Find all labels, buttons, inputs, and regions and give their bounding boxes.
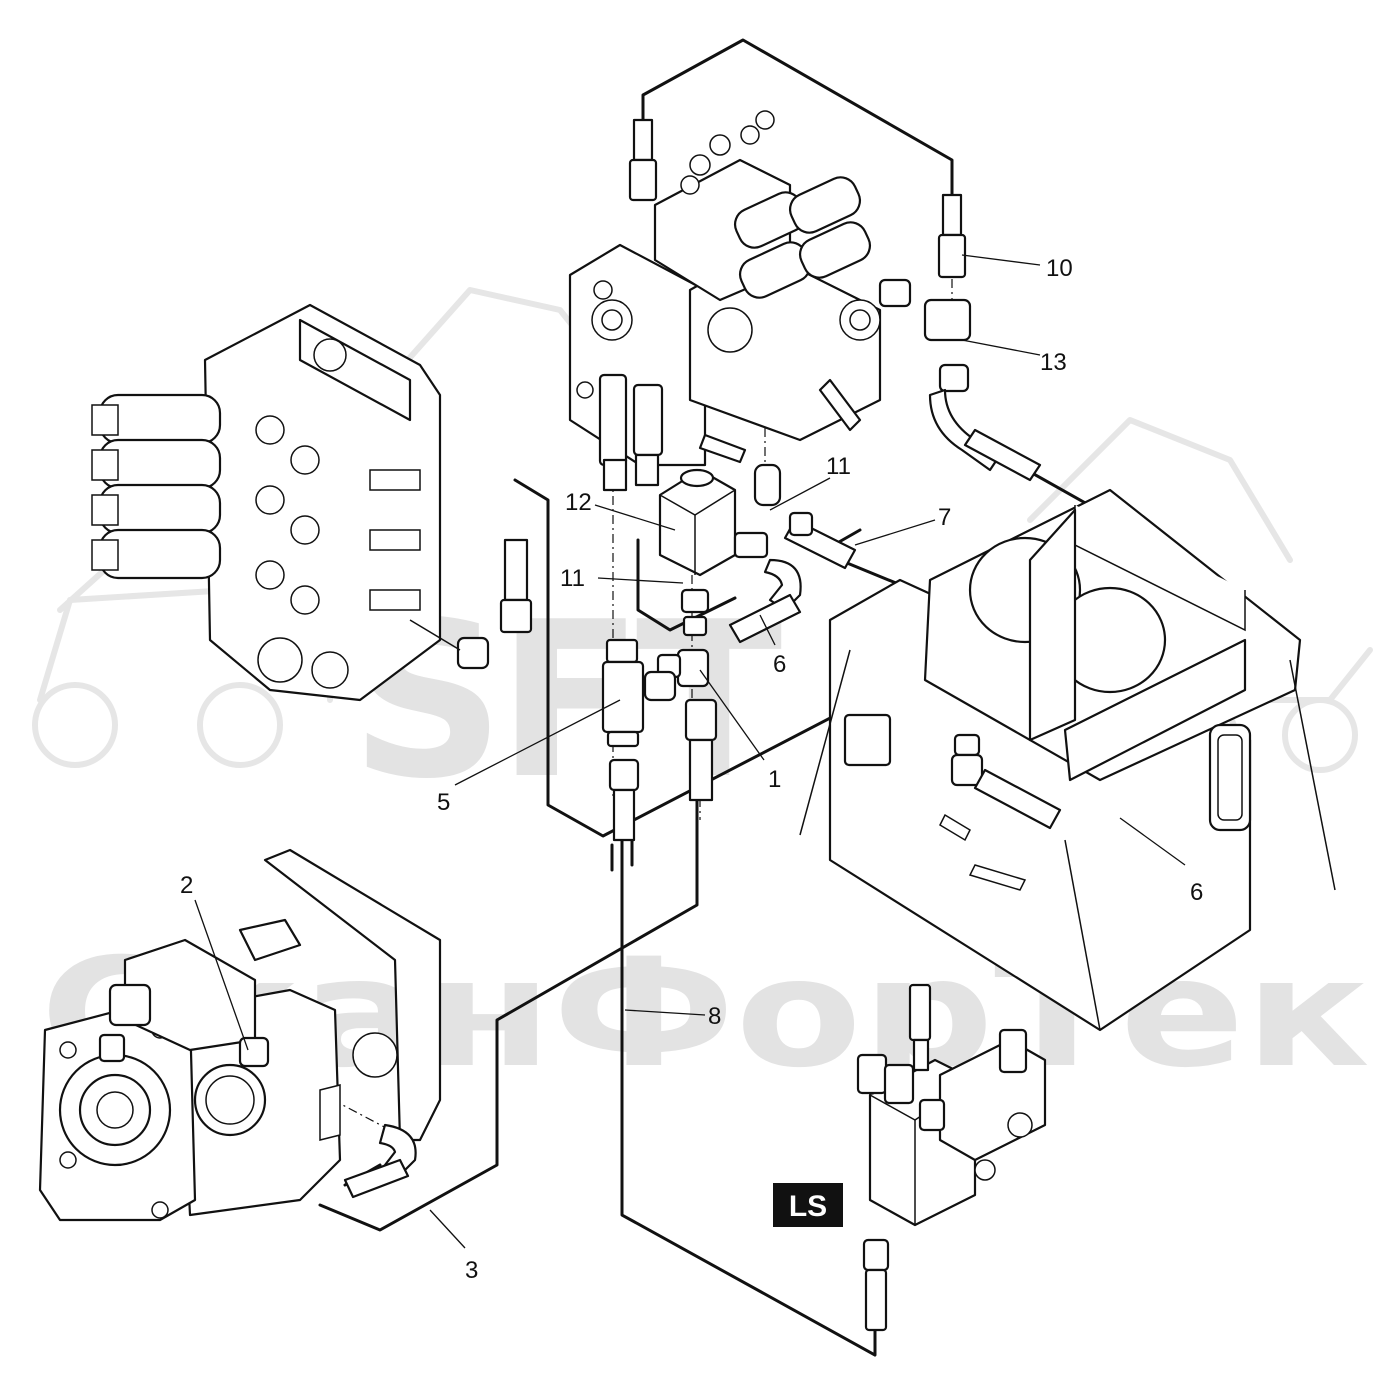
hose-left-valve	[499, 538, 533, 634]
control-valve-left	[91, 303, 490, 702]
fitting-left-valve	[409, 619, 490, 670]
leader-11b	[597, 577, 684, 584]
solenoid-stack-main	[707, 176, 881, 353]
leader-5	[454, 699, 621, 786]
callout-12: 12	[565, 489, 592, 516]
leader-10	[961, 254, 1041, 266]
callout-8: 8	[708, 1003, 721, 1030]
callout-7: 7	[938, 504, 951, 531]
valve-block-12	[658, 468, 769, 577]
leader-13	[961, 339, 1041, 356]
leader-6a	[759, 614, 776, 646]
ls-hose	[862, 1238, 890, 1332]
callout-11b: 11	[560, 565, 585, 592]
control-valve-main	[568, 110, 882, 507]
leader-2	[194, 899, 249, 1051]
leader-1	[699, 669, 765, 761]
leader-6b	[1119, 817, 1186, 866]
ls-badge-background	[773, 1183, 843, 1227]
callout-13: 13	[1040, 349, 1067, 376]
hoses-under-valve	[598, 373, 664, 492]
component-5	[601, 638, 677, 748]
leader-lines	[194, 254, 1186, 1249]
hose-8-route	[620, 838, 877, 1357]
ls-badge: LS	[773, 1183, 843, 1227]
hydraulic-pump	[38, 848, 442, 1222]
ls-valve-block	[856, 983, 1047, 1227]
callout-6a: 6	[773, 651, 786, 678]
callout-5: 5	[437, 789, 450, 816]
hose-10-fitting	[937, 193, 967, 279]
hose-6-elbow-left	[728, 558, 802, 644]
callout-10: 10	[1046, 255, 1073, 282]
callout-2: 2	[180, 872, 193, 899]
callout-11a: 11	[826, 453, 851, 480]
callout-1: 1	[768, 766, 781, 793]
leader-7	[854, 519, 936, 546]
leader-8	[624, 1009, 706, 1016]
hose-3-elbow	[343, 1123, 417, 1199]
callout-3: 3	[465, 1257, 478, 1284]
callout-6b: 6	[1190, 879, 1203, 906]
valve-side-levers	[698, 378, 862, 507]
hose-3-route	[318, 788, 699, 1232]
ls-badge-label: LS	[789, 1190, 827, 1223]
hose-top-left	[628, 118, 658, 202]
valve-sections-left	[255, 338, 421, 689]
leader-3	[429, 1209, 466, 1249]
callouts: 1 2 3 5 6 6 7 8 10 11 11 12 13	[180, 255, 1203, 1284]
hose-6-left-route	[636, 538, 737, 632]
fitting-11-column	[680, 588, 710, 637]
tee-13	[878, 278, 972, 393]
hose-10-route	[641, 38, 954, 217]
solenoid-stack-left	[91, 393, 222, 580]
tee-right	[950, 733, 1062, 830]
valve-top-fittings	[680, 110, 775, 195]
hose-7-fitting	[783, 511, 857, 570]
leader-11a	[769, 477, 831, 511]
leader-12	[594, 504, 676, 531]
hoses-lower	[608, 698, 718, 842]
hose-13-down	[928, 388, 1042, 482]
